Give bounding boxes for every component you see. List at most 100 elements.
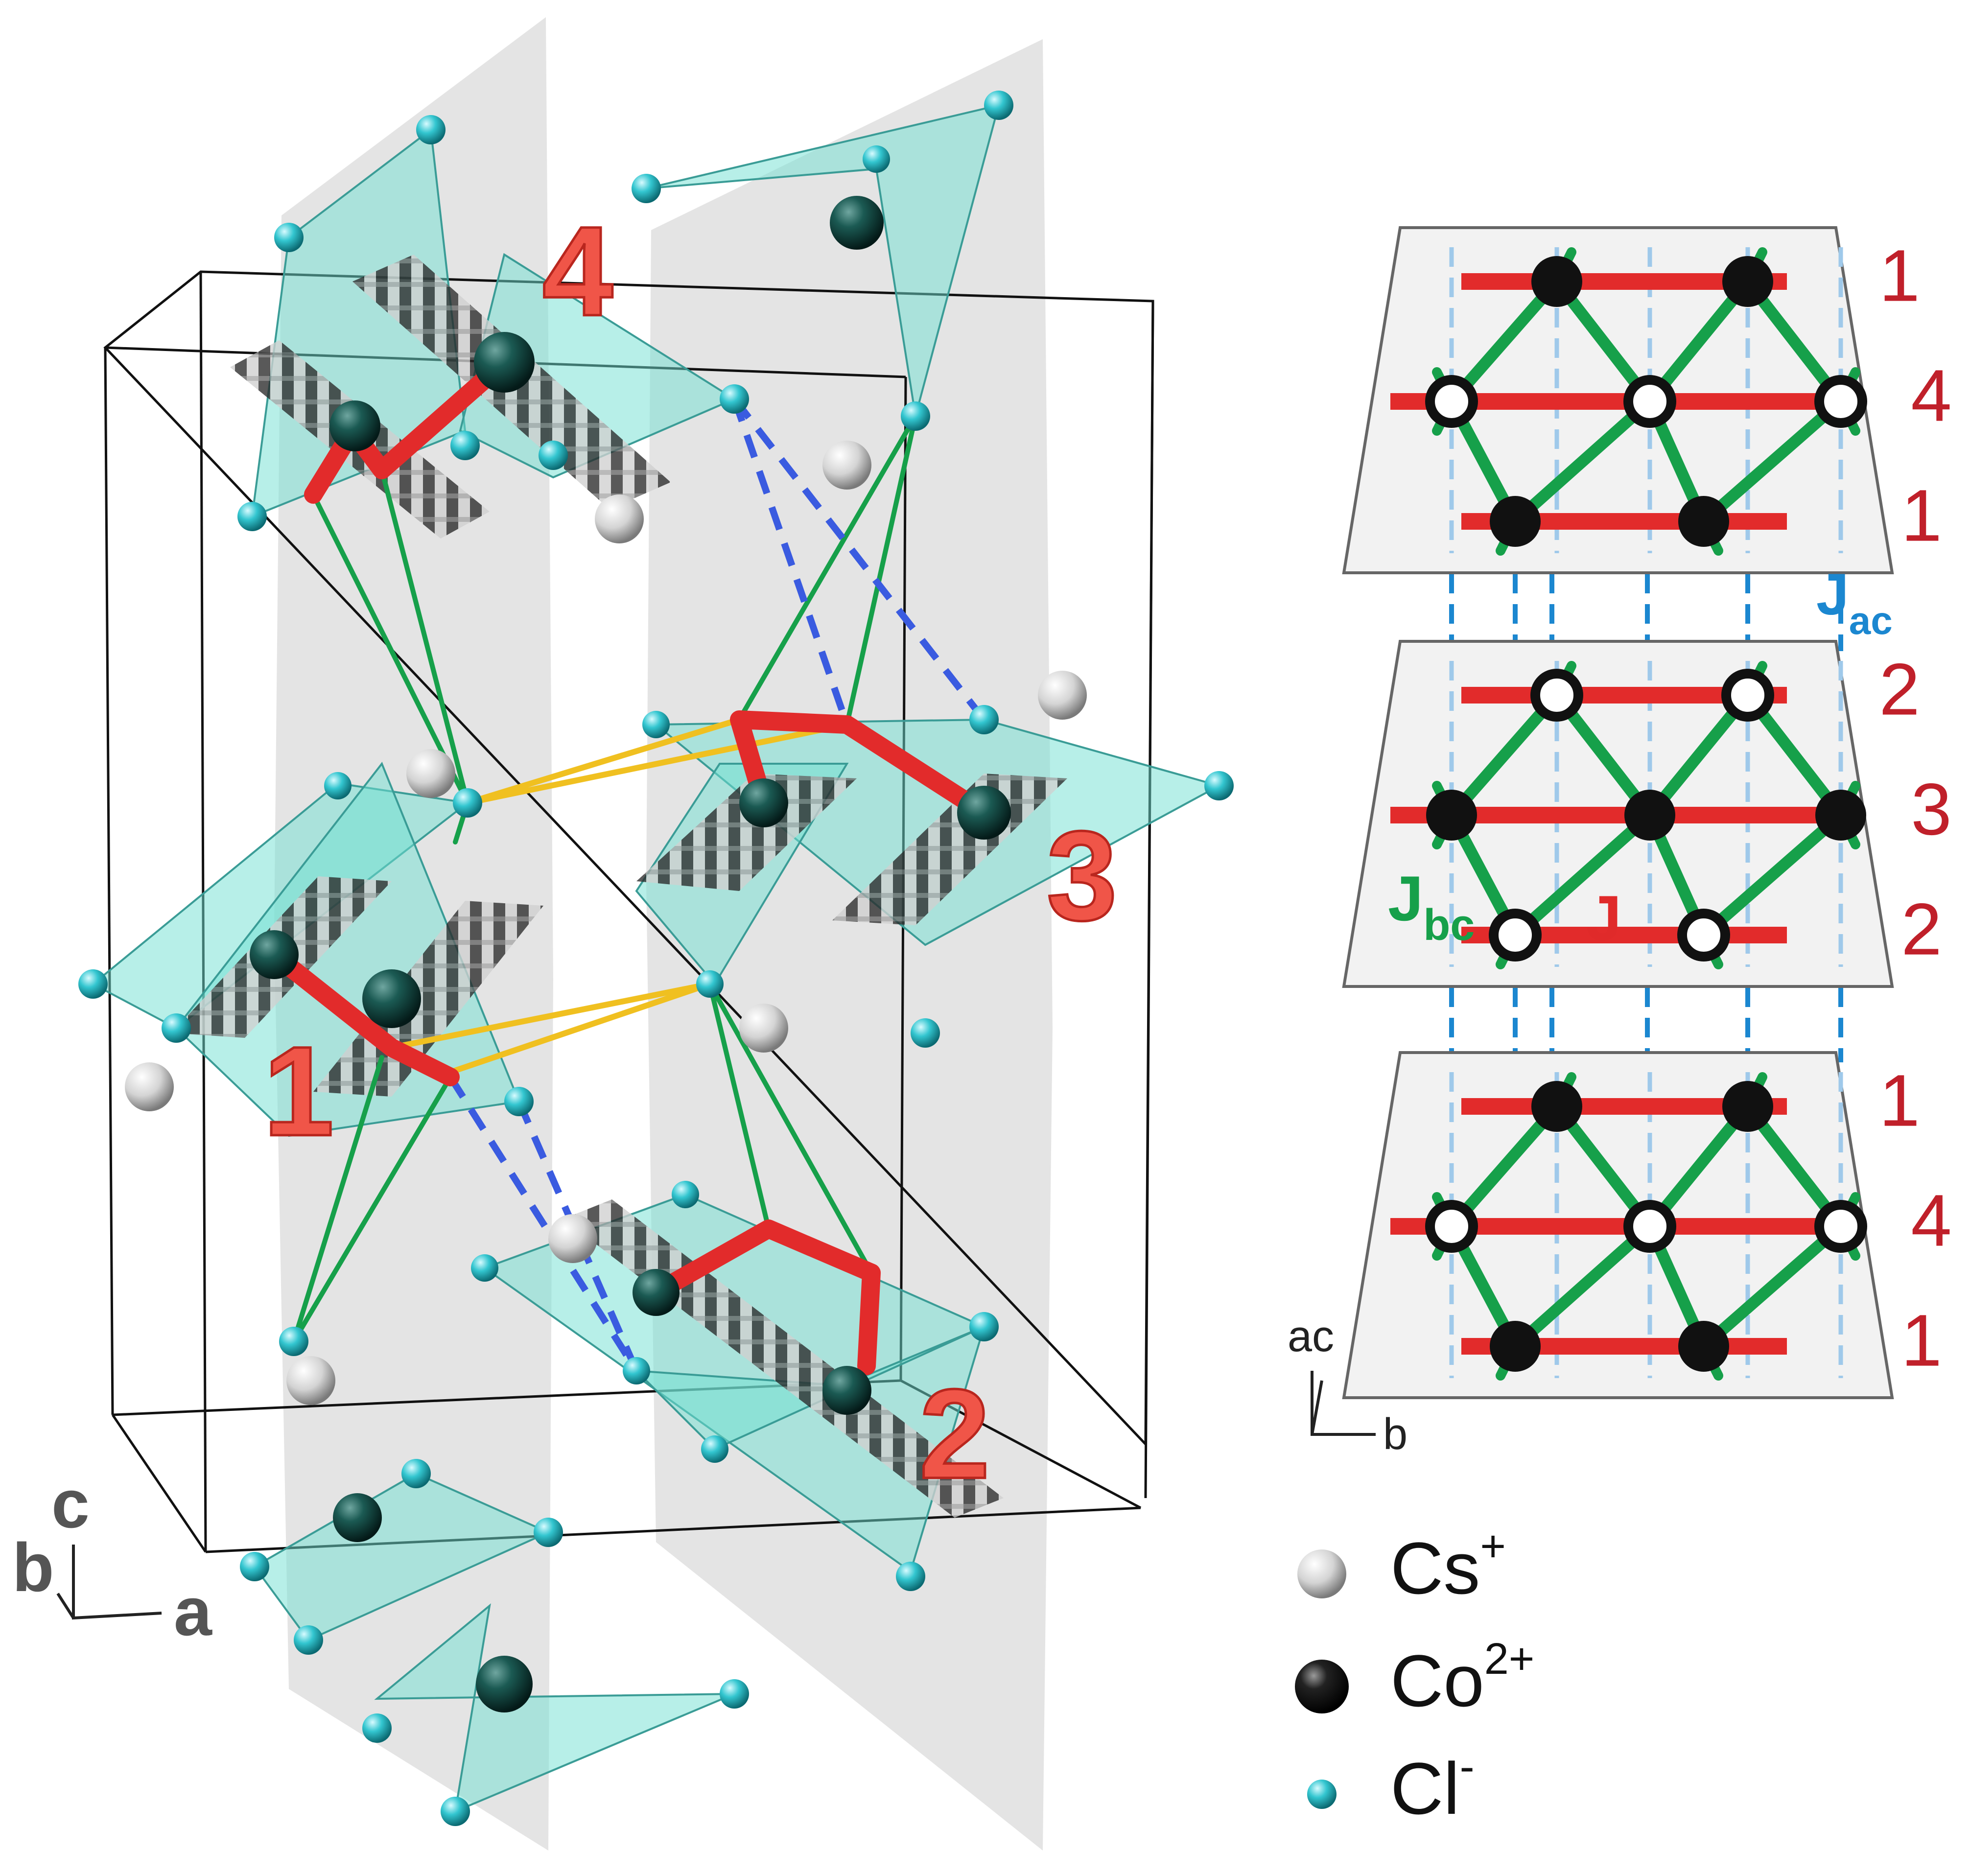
abc-axes: c b a xyxy=(12,1465,212,1650)
yellow-bonds xyxy=(389,717,850,1075)
co-site-open xyxy=(1677,909,1730,961)
co-site-open xyxy=(1814,375,1867,428)
co-site-open xyxy=(1425,1200,1478,1253)
cl-sphere xyxy=(911,1018,940,1048)
slab-row-number: 1 xyxy=(1901,1299,1942,1382)
co-site-filled xyxy=(1678,1321,1729,1372)
co-site-open xyxy=(1530,669,1583,722)
co-sphere xyxy=(739,778,788,827)
legend: Cs+ Co2+ Cl- xyxy=(1295,1522,1534,1829)
axis-c-label: c xyxy=(51,1465,90,1542)
co-sphere xyxy=(474,332,535,393)
legend-label-cl: Cl- xyxy=(1390,1742,1475,1829)
coupling-label-j-bc: Jbc xyxy=(1388,863,1475,950)
co-site-open xyxy=(1489,909,1542,961)
jbc-bond xyxy=(1698,396,1847,527)
cl-sphere xyxy=(416,115,446,144)
cl-sphere xyxy=(701,1435,728,1463)
co-atoms xyxy=(250,196,1011,1712)
legend-sup-co: 2+ xyxy=(1484,1635,1535,1684)
co-site-open xyxy=(1425,375,1478,428)
tetrahedron-label-4: 4 xyxy=(542,201,614,343)
cs-sphere xyxy=(125,1062,174,1111)
co-sphere xyxy=(333,1493,382,1542)
cs-sphere xyxy=(739,1004,788,1053)
cl-sphere xyxy=(984,91,1013,120)
axis-ac-label: ac xyxy=(1288,1312,1334,1361)
cl-sphere xyxy=(901,401,930,431)
cl-sphere xyxy=(539,441,568,470)
jbc-bond xyxy=(1509,809,1656,941)
co-sphere xyxy=(362,969,421,1028)
axis-b-label: b xyxy=(12,1529,54,1606)
cs-sphere xyxy=(548,1214,597,1263)
jbc-bond xyxy=(1446,689,1563,821)
slab-row-number: 4 xyxy=(1911,354,1951,437)
jbc-bond xyxy=(1698,809,1847,941)
axis-a-label: a xyxy=(174,1573,212,1650)
co-site-filled xyxy=(1426,790,1477,841)
cs-legend-sphere xyxy=(1297,1549,1346,1598)
co-site-open xyxy=(1814,1200,1867,1253)
co-sphere xyxy=(957,786,1011,840)
tetrahedron-label-3: 3 xyxy=(1047,805,1118,947)
co-site-open xyxy=(1623,375,1676,428)
cs-sphere xyxy=(406,749,455,798)
co-site-filled xyxy=(1722,256,1773,307)
axis-b-label: b xyxy=(1383,1410,1407,1459)
cl-sphere xyxy=(969,705,999,734)
slab-row-number: 1 xyxy=(1879,234,1920,317)
legend-label-cs-text: Cs xyxy=(1390,1527,1480,1609)
cl-sphere xyxy=(672,1181,699,1208)
legend-label-cl-text: Cl xyxy=(1390,1747,1460,1829)
cl-sphere xyxy=(1204,771,1234,800)
tetrahedron-label-2: 2 xyxy=(919,1363,990,1505)
cl-sphere xyxy=(162,1013,191,1043)
cl-sphere xyxy=(534,1518,563,1547)
co-site-filled xyxy=(1531,256,1582,307)
cl-sphere xyxy=(324,772,352,799)
co-site-filled xyxy=(1624,790,1675,841)
legend-sup-cs: + xyxy=(1480,1522,1506,1571)
cl-sphere xyxy=(632,174,661,203)
co-site-open xyxy=(1721,669,1774,722)
legend-label-cs: Cs+ xyxy=(1390,1522,1506,1609)
slab-row-number: 2 xyxy=(1879,648,1920,730)
crystal-structure: 4 3 1 2 c b a xyxy=(12,17,1234,1851)
coupling-label-j: J xyxy=(1586,882,1621,954)
cl-sphere xyxy=(78,969,108,999)
cl-sphere xyxy=(401,1459,431,1488)
co-site-filled xyxy=(1490,496,1541,547)
cl-sphere xyxy=(720,384,749,414)
lattice-axes: acb xyxy=(1288,1312,1407,1459)
slab-row-number: 4 xyxy=(1911,1179,1951,1262)
cl-sphere xyxy=(696,970,724,998)
cl-sphere xyxy=(969,1312,999,1341)
cs-sphere xyxy=(286,1356,335,1405)
cl-sphere xyxy=(863,145,890,173)
cl-sphere xyxy=(623,1357,650,1384)
cl-sphere xyxy=(453,788,482,818)
legend-item-cs: Cs+ xyxy=(1297,1522,1506,1609)
cl-atoms xyxy=(78,91,1234,1826)
slab-row-number: 3 xyxy=(1911,768,1951,850)
lattice-slab-1: 141 xyxy=(1342,226,1952,574)
lattice-slab-3: 1 4 1 xyxy=(1342,1051,1952,1399)
lattice-slab-2: 232 xyxy=(1342,640,1952,988)
cl-sphere xyxy=(720,1679,749,1709)
cl-sphere xyxy=(279,1327,308,1356)
cl-sphere xyxy=(294,1625,323,1655)
legend-label-co-text: Co xyxy=(1390,1640,1484,1722)
slab-row-number: 1 xyxy=(1879,1059,1920,1142)
jbc-bond xyxy=(1698,1220,1847,1352)
cs-sphere xyxy=(595,494,644,543)
legend-label-co: Co2+ xyxy=(1390,1635,1534,1722)
cl-sphere xyxy=(471,1254,498,1282)
red-chains xyxy=(265,353,993,1375)
jbc-bond xyxy=(1446,1101,1563,1232)
co-legend-sphere xyxy=(1295,1660,1349,1713)
cl-sphere xyxy=(642,711,670,738)
jbc-bond xyxy=(1446,276,1563,407)
co-sphere xyxy=(633,1269,680,1316)
